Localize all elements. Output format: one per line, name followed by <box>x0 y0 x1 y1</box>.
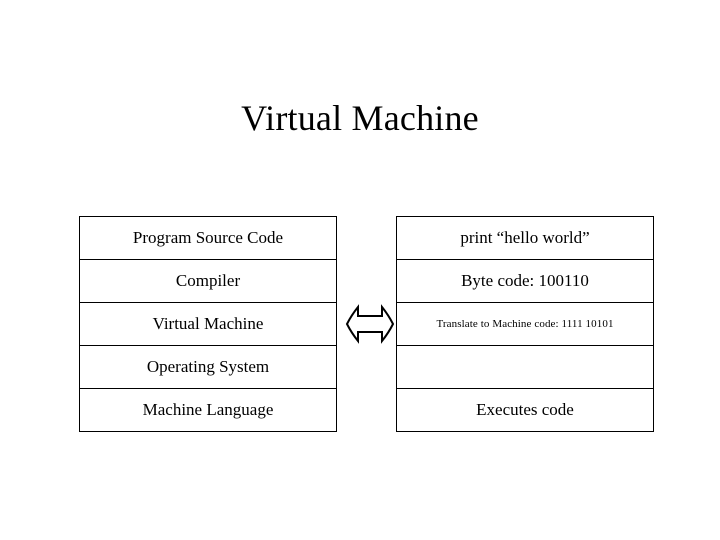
left-stack-cell-compiler[interactable]: Compiler <box>79 259 337 303</box>
left-stack-cell-machine-language[interactable]: Machine Language <box>79 388 337 432</box>
right-stack-cell-empty[interactable] <box>396 345 654 389</box>
left-stack-cell-program-source-code[interactable]: Program Source Code <box>79 216 337 260</box>
table-row: Compiler <box>79 259 337 303</box>
table-row: Operating System <box>79 345 337 389</box>
table-row: Translate to Machine code: 1111 10101 <box>396 302 654 346</box>
table-row: Byte code: 100110 <box>396 259 654 303</box>
right-stack-cell-byte-code[interactable]: Byte code: 100110 <box>396 259 654 303</box>
table-row: print “hello world” <box>396 216 654 260</box>
right-stack-cell-translate-to-machine-code[interactable]: Translate to Machine code: 1111 10101 <box>396 302 654 346</box>
page-title: Virtual Machine <box>241 98 479 139</box>
table-row <box>396 345 654 389</box>
table-row: Executes code <box>396 388 654 432</box>
table-row: Program Source Code <box>79 216 337 260</box>
example-stack: print “hello world” Byte code: 100110 Tr… <box>396 216 654 432</box>
left-stack-cell-operating-system[interactable]: Operating System <box>79 345 337 389</box>
right-stack-cell-print-hello-world[interactable]: print “hello world” <box>396 216 654 260</box>
double-headed-arrow-icon <box>344 303 396 345</box>
table-row: Virtual Machine <box>79 302 337 346</box>
double-headed-arrow-glyph <box>345 304 395 344</box>
table-row: Machine Language <box>79 388 337 432</box>
right-stack-cell-executes-code[interactable]: Executes code <box>396 388 654 432</box>
execution-layer-stack: Program Source Code Compiler Virtual Mac… <box>79 216 337 432</box>
left-stack-cell-virtual-machine[interactable]: Virtual Machine <box>79 302 337 346</box>
